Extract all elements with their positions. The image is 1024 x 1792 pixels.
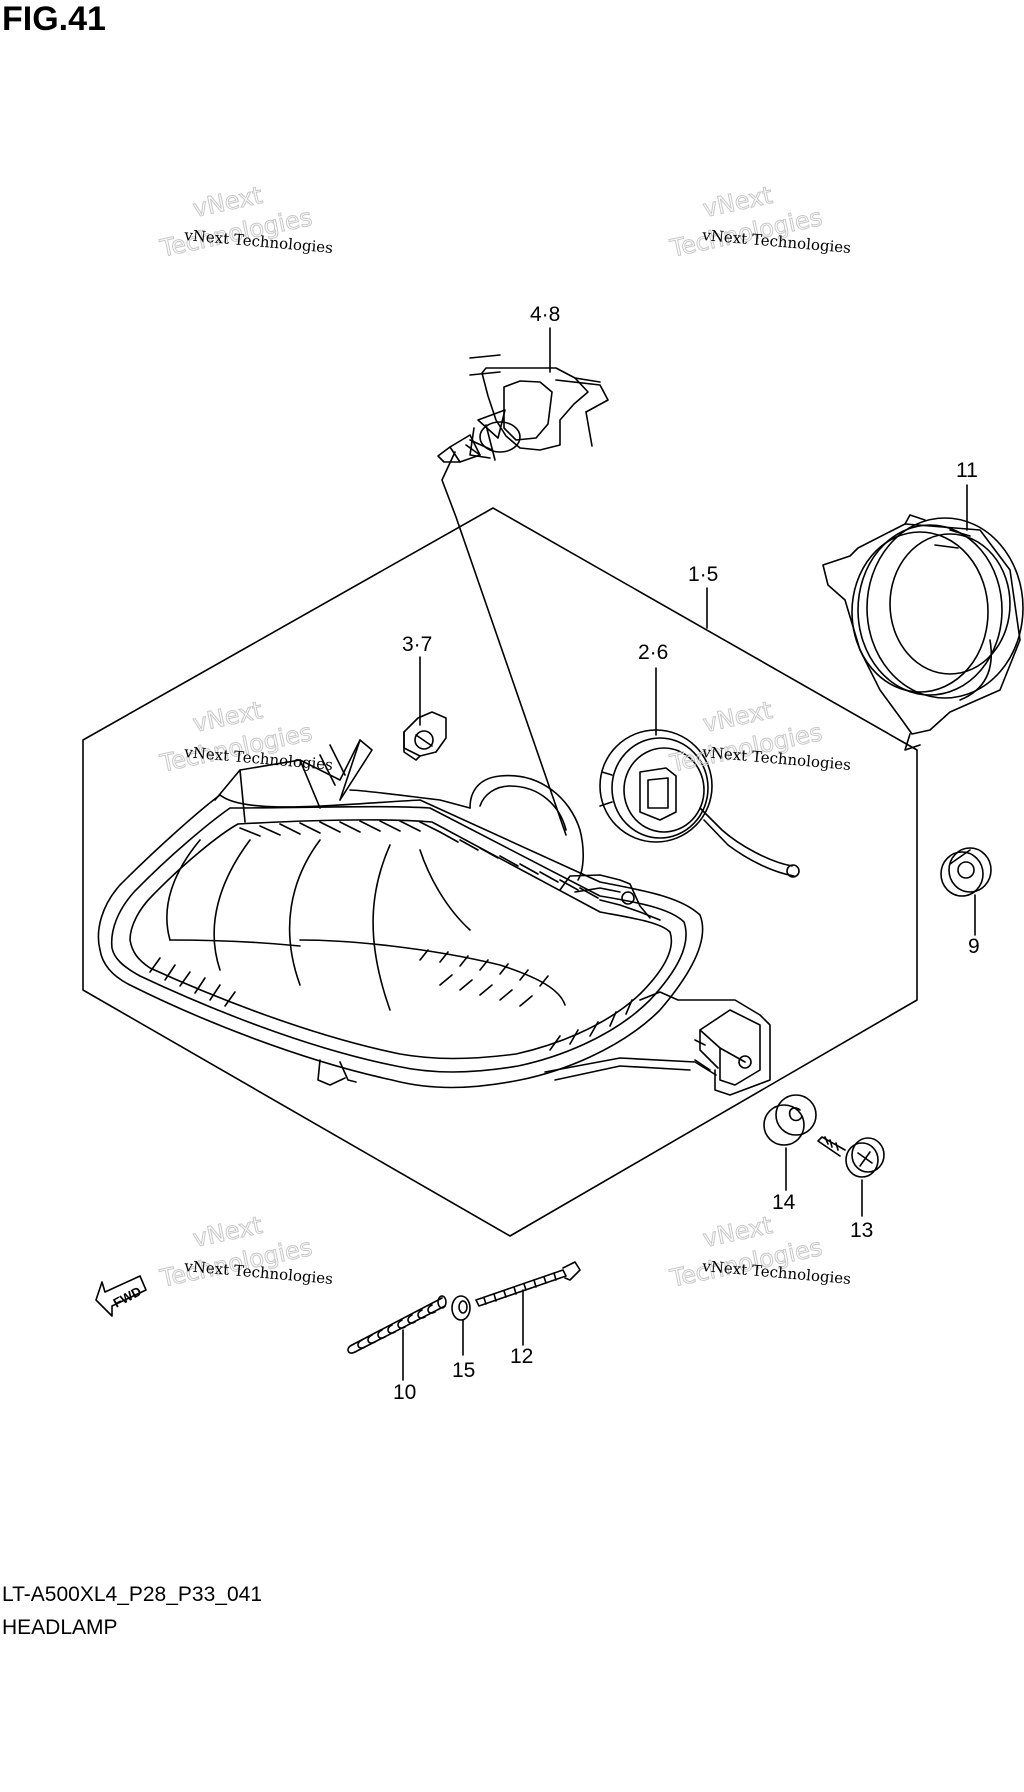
adjusting-screw bbox=[475, 1261, 581, 1307]
callout-2-6: 2·6 bbox=[638, 641, 669, 664]
callout-14: 14 bbox=[772, 1191, 796, 1214]
headlamp-retainer-ring bbox=[822, 514, 1024, 751]
bulb-socket bbox=[599, 729, 800, 878]
mounting-screw bbox=[817, 1136, 885, 1178]
figure-title: FIG.41 bbox=[2, 0, 106, 38]
headlamp-clip bbox=[403, 711, 447, 761]
assembly-outline bbox=[82, 507, 918, 1237]
callout-4-8: 4·8 bbox=[530, 303, 561, 326]
washer bbox=[451, 1295, 471, 1321]
callout-1-5: 1·5 bbox=[688, 563, 719, 586]
grommet bbox=[763, 1094, 817, 1146]
bulb-leader-line bbox=[441, 451, 567, 836]
callout-15: 15 bbox=[452, 1359, 476, 1382]
callout-13: 13 bbox=[850, 1219, 874, 1242]
callout-11: 11 bbox=[956, 459, 978, 482]
headlamp-housing bbox=[97, 739, 771, 1096]
callout-10: 10 bbox=[393, 1381, 417, 1404]
headlamp-bulb bbox=[437, 354, 609, 463]
model-code: LT-A500XL4_P28_P33_041 bbox=[2, 1583, 262, 1606]
callout-9: 9 bbox=[968, 935, 980, 958]
part-group-title: HEADLAMP bbox=[2, 1616, 118, 1639]
fwd-arrow-icon bbox=[95, 1275, 147, 1317]
adjusting-spring bbox=[347, 1295, 447, 1354]
callout-3-7: 3·7 bbox=[402, 633, 433, 656]
callout-12: 12 bbox=[510, 1345, 534, 1368]
watermark-group: vNext Technologies vNext Technologies vN… bbox=[156, 181, 851, 1294]
rubber-damper bbox=[940, 847, 992, 897]
